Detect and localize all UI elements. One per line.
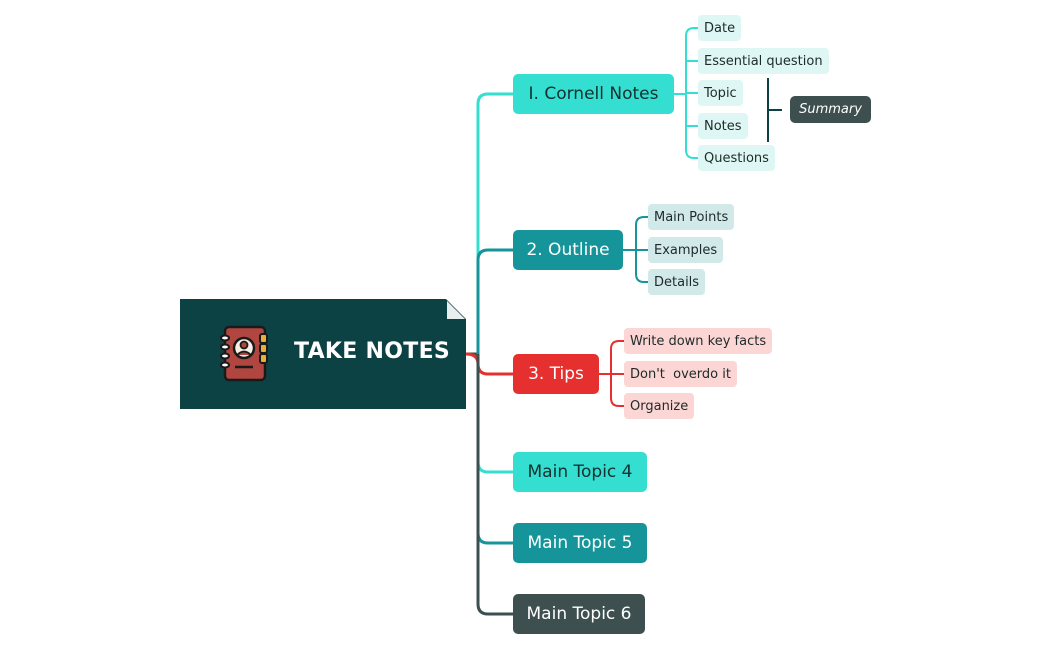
- connector-topic-5: [476, 354, 513, 545]
- subtopic-main-points[interactable]: Main Points: [648, 204, 735, 230]
- summary-bracket: [767, 78, 782, 142]
- tips-sub-connectors: [599, 340, 624, 407]
- connector-topic-6: [476, 354, 513, 616]
- connector-topic-3: [465, 352, 513, 376]
- connector-topic-1: [476, 92, 513, 354]
- central-topic-title: TAKE NOTES: [294, 339, 451, 364]
- subtopic-notes[interactable]: Notes: [698, 113, 748, 139]
- subtopic-date[interactable]: Date: [698, 15, 742, 41]
- topic-cornell-notes[interactable]: I. Cornell Notes: [513, 74, 674, 114]
- topic-outline[interactable]: 2. Outline: [513, 230, 623, 270]
- subtopic-questions[interactable]: Questions: [698, 145, 775, 171]
- outline-sub-connectors: [623, 216, 648, 283]
- page-fold-corner: [447, 301, 465, 319]
- subtopic-topic[interactable]: Topic: [698, 80, 743, 106]
- subtopic-details[interactable]: Details: [648, 269, 706, 295]
- topic-tips[interactable]: 3. Tips: [513, 354, 599, 394]
- subtopic-organize[interactable]: Organize: [624, 393, 695, 419]
- cornell-sub-connectors: [674, 27, 698, 159]
- subtopic-examples[interactable]: Examples: [648, 237, 724, 263]
- subtopic-dont-overdo-it[interactable]: Don't overdo it: [624, 361, 737, 387]
- subtopic-essential-question[interactable]: Essential question: [698, 48, 829, 74]
- topic-main-6[interactable]: Main Topic 6: [513, 594, 645, 634]
- connector-topic-2: [476, 248, 513, 354]
- topic-main-5[interactable]: Main Topic 5: [513, 523, 647, 563]
- address-book-icon: [220, 325, 268, 382]
- summary-node[interactable]: Summary: [790, 96, 871, 123]
- topic-main-4[interactable]: Main Topic 4: [513, 452, 647, 492]
- subtopic-write-down-key-facts[interactable]: Write down key facts: [624, 328, 773, 354]
